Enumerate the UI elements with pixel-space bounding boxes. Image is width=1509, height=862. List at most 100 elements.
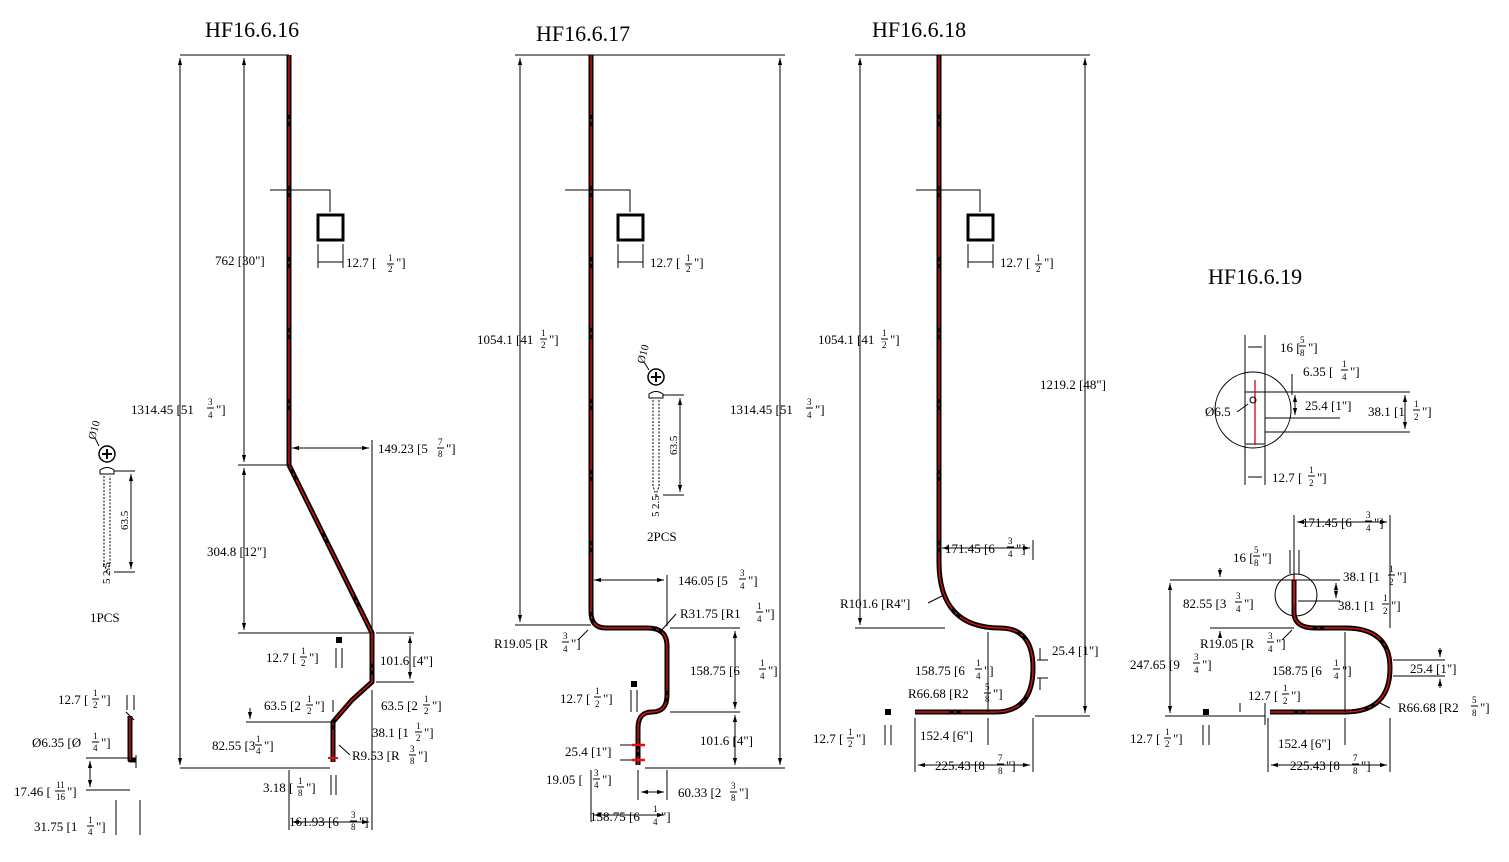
dim-gap: 12.7 [ — [266, 650, 296, 665]
dim-close: "] — [1480, 700, 1490, 715]
dim-r2: R66.68 [R2 — [1398, 700, 1459, 715]
frac-den: 2 — [848, 739, 853, 749]
dim-close: "] — [396, 255, 406, 270]
dim-tip: 3.18 [ — [263, 780, 293, 795]
frac-num: 1 — [882, 328, 887, 338]
dim-close: "] — [446, 441, 456, 456]
frac-num: 1 — [93, 688, 98, 698]
dim-close: "] — [1016, 541, 1026, 556]
dim-close: "] — [359, 814, 369, 829]
frac-num: 1 — [1165, 727, 1170, 737]
dim-drop: 158.75 [6 — [690, 663, 740, 678]
dim-radius: R9.53 [R — [352, 748, 400, 763]
dim-close: "] — [1291, 688, 1301, 703]
dim-gap: 12.7 [ — [560, 691, 590, 706]
frac-num: 3 — [1008, 536, 1013, 546]
frac-num: 1 — [1414, 399, 1419, 409]
dim-a: 16 [ — [1233, 550, 1254, 565]
frac-num: 5 — [1254, 545, 1259, 555]
dim-diagonal: 304.8 [12"] — [207, 544, 266, 559]
dim-b: 38.1 [1 — [1343, 569, 1380, 584]
frac-den: 8 — [1472, 708, 1477, 718]
mount-hole — [1249, 396, 1257, 404]
frac-den: 4 — [757, 614, 762, 624]
frac-den: 4 — [1236, 604, 1241, 614]
dim-base: 152.4 [6"] — [920, 728, 973, 743]
dim-close: "] — [306, 780, 316, 795]
frac-den: 4 — [1268, 644, 1273, 654]
dim-r1: R19.05 [R — [1200, 636, 1255, 651]
dim-close: "] — [1374, 515, 1384, 530]
frac-num: 1 — [1283, 683, 1288, 693]
detail-rod-shape — [127, 716, 136, 763]
frac-den: 2 — [93, 700, 98, 710]
frac-den: 8 — [1353, 766, 1358, 776]
frac-num: 1 — [256, 734, 261, 744]
frac-den: 2 — [882, 340, 887, 350]
dim-close: "] — [993, 686, 1003, 701]
dim-close: "] — [1397, 569, 1407, 584]
dim-close: "] — [1276, 636, 1286, 651]
frac-num: 1 — [595, 686, 600, 696]
frac-den: 4 — [88, 827, 93, 837]
dim-lower: 82.55 [3 — [212, 738, 255, 753]
frac-num: 1 — [88, 815, 93, 825]
dim-close: "] — [315, 698, 325, 713]
dim-close: "] — [309, 650, 319, 665]
frac-den: 4 — [594, 780, 599, 790]
frac-den: 4 — [1342, 372, 1347, 382]
screw-head: 5 — [650, 511, 662, 517]
screw-length: 63.5 — [119, 510, 131, 530]
dim-close: "] — [101, 692, 111, 707]
dim-square: 12.7 [ — [346, 255, 376, 270]
dim-close: "] — [101, 735, 111, 750]
dim-radius-small: R19.05 [R — [494, 636, 549, 651]
frac-num: 1 — [298, 776, 303, 786]
frac-den: 2 — [1309, 478, 1314, 488]
frac-den: 8 — [985, 694, 990, 704]
frac-num: 1 — [307, 694, 312, 704]
frac-den: 8 — [410, 756, 415, 766]
dim-close: "] — [856, 731, 866, 746]
frac-num: 1 — [1334, 658, 1339, 668]
dim-upper: 1054.1 [41 — [477, 332, 533, 347]
frac-num: 3 — [594, 768, 599, 778]
frac-den: 2 — [301, 658, 306, 668]
frac-den: 8 — [998, 766, 1003, 776]
frac-num: 1 — [541, 328, 546, 338]
dim-close: "] — [1422, 404, 1432, 419]
rod-centerline — [915, 55, 1034, 713]
part-title: HF16.6.16 — [205, 17, 299, 42]
dim-close: "] — [96, 819, 106, 834]
dim-close: "] — [1202, 657, 1212, 672]
dim-radius-big: R31.75 [R1 — [680, 606, 741, 621]
part-hf16-6-17: HF16.6.17 12.7 [ 1 2 "] 1054.1 [41 1 2 "… — [477, 21, 825, 827]
top-dim-b: 6.35 [ — [1303, 364, 1333, 379]
dim-close: "] — [1044, 255, 1054, 270]
frac-num: 1 — [1309, 465, 1314, 475]
dim-drop: 158.75 [6 — [915, 663, 965, 678]
frac-den: 2 — [541, 340, 546, 350]
dim-h: 82.55 [3 — [1183, 596, 1226, 611]
dim-square: 12.7 [ — [1000, 255, 1030, 270]
frac-num: 1 — [416, 721, 421, 731]
dim-segment: 101.6 [4"] — [380, 653, 433, 668]
dim-close: "] — [1342, 663, 1352, 678]
dim-arm: 146.05 [5 — [678, 573, 728, 588]
frac-den: 4 — [1194, 665, 1199, 675]
frac-num: 1 — [848, 727, 853, 737]
square-bracket-icon — [616, 213, 645, 242]
frac-den: 8 — [351, 822, 356, 832]
dim-close: "] — [603, 691, 613, 706]
frac-num: 3 — [1268, 631, 1273, 641]
frac-num: 1 — [976, 658, 981, 668]
top-dim-dia: Ø6.5 — [1205, 404, 1231, 419]
frac-num: 3 — [410, 744, 415, 754]
frac-den: 8 — [1254, 558, 1259, 568]
disc-top-view — [1214, 371, 1292, 449]
bracket-leader — [565, 189, 631, 212]
frac-den: 16 — [56, 792, 66, 802]
frac-num: 3 — [731, 781, 736, 791]
screw-thread: 2.5 — [101, 562, 113, 576]
frac-num: 7 — [998, 753, 1003, 763]
